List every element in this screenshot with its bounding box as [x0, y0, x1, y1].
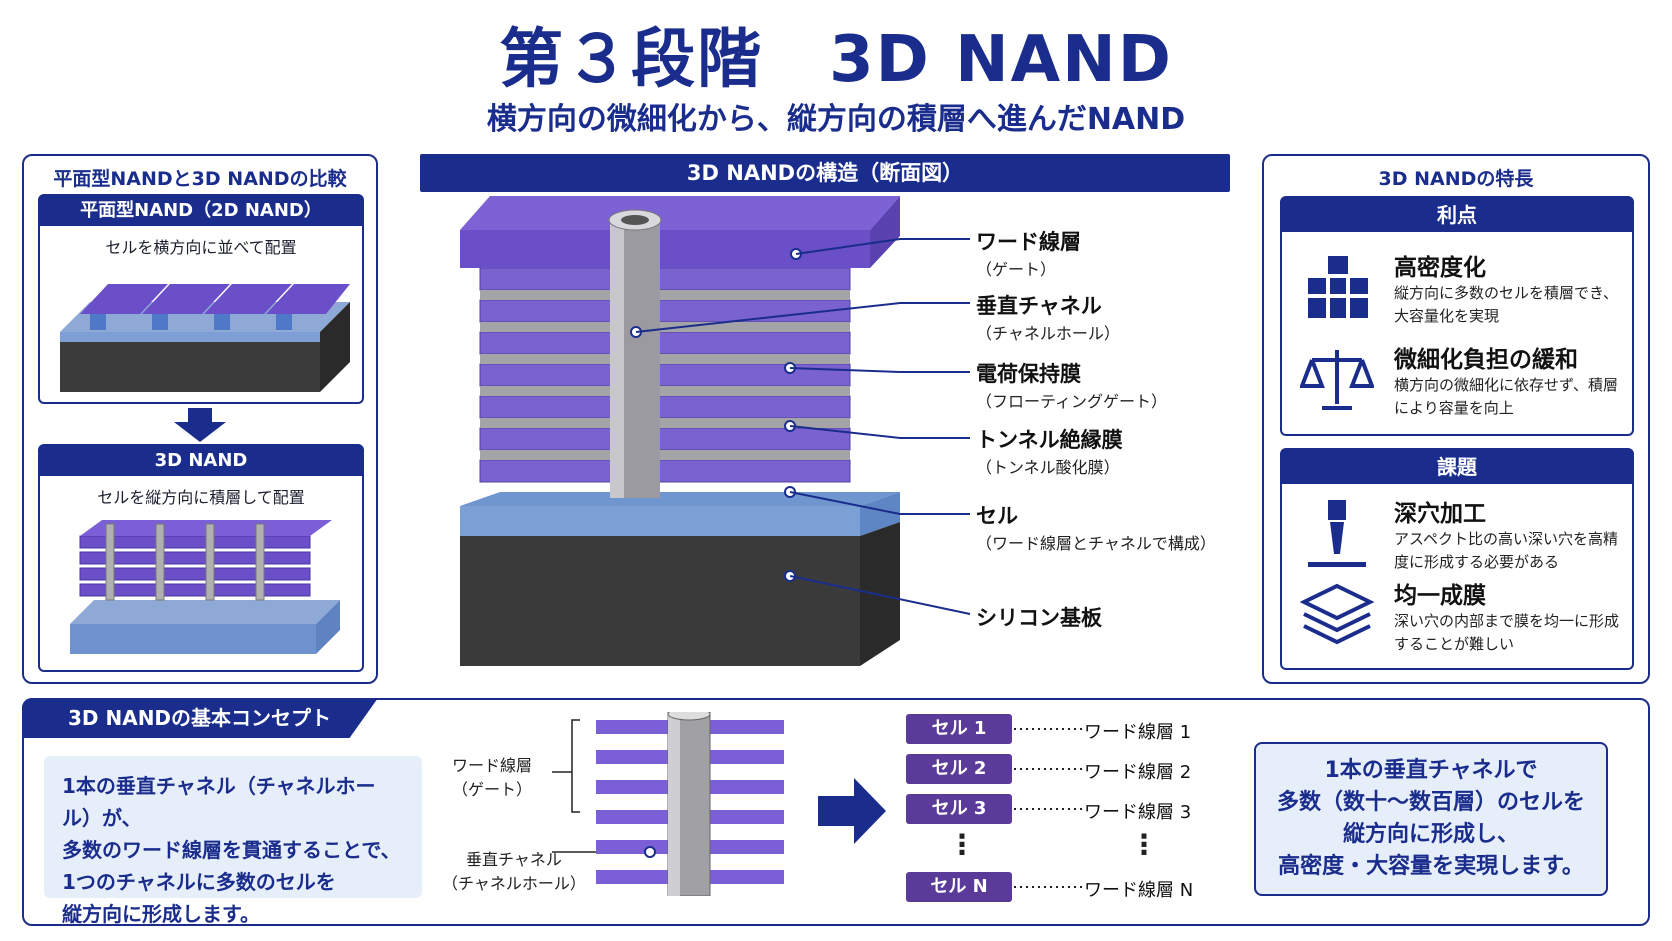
advantages-label: 利点 [1282, 198, 1632, 232]
cell-tag-n: セル N [906, 872, 1012, 902]
challenge-deep-etch-desc: アスペクト比の高い深い穴を高精度に形成する必要がある [1394, 530, 1618, 571]
label-vertical-channel: 垂直チャネル （チャネルホール） [976, 294, 1120, 343]
feature-high-density-desc: 縦方向に多数のセルを積層でき、大容量化を実現 [1394, 284, 1618, 325]
cell-leader-dots [1014, 728, 1082, 888]
concept-word-line-label: ワード線層 （ゲート） [452, 756, 533, 799]
concept-channel-label: 垂直チャネル （チャネルホール） [442, 850, 586, 893]
cell-tag-2: セル 2 [906, 754, 1012, 784]
feature-high-density-title: 高密度化 [1394, 255, 1486, 281]
challenge-uniform-film-title: 均一成膜 [1394, 583, 1486, 609]
word-line-1: ワード線層 1 [1084, 722, 1192, 743]
stacked-cubes-icon [1308, 256, 1368, 318]
structure-title: 3D NANDの構造（断面図） [420, 154, 1230, 192]
concept-tab: 3D NANDの基本コンセプト [22, 698, 378, 738]
label-cell: セル （ワード線層とチャネルで構成） [976, 504, 1216, 553]
feature-scaling-relief-title: 微細化負担の緩和 [1394, 347, 1578, 373]
planar-nand-illustration [60, 284, 350, 392]
challenges-label: 課題 [1282, 450, 1632, 484]
concept-channel-diagram [552, 712, 784, 896]
down-arrow-icon [174, 408, 226, 442]
cell-ellipsis: ⋮ [948, 828, 976, 861]
planar-nand-box: 平面型NAND（2D NAND） セルを横方向に並べて配置 [38, 194, 364, 404]
advantages-box: 利点 高密度化 縦方向に多数のセルを積層でき、大容量化を実現 [1280, 196, 1634, 436]
page-title: 第３段階 3D NAND [499, 23, 1173, 97]
features-panel: 3D NANDの特長 利点 高密度化 縦方向に多数のセルを積層でき、大容量化を実… [1262, 154, 1650, 684]
stacked-nand-desc: セルを縦方向に積層して配置 [97, 488, 305, 507]
layers-icon [1300, 583, 1374, 645]
word-line-2: ワード線層 2 [1084, 762, 1192, 783]
features-title: 3D NANDの特長 [1378, 168, 1534, 190]
word-line-3: ワード線層 3 [1084, 802, 1192, 823]
planar-nand-desc: セルを横方向に並べて配置 [105, 238, 297, 257]
concept-summary: 1本の垂直チャネルで 多数（数十〜数百層）のセルを 縦方向に形成し、 高密度・大… [1254, 742, 1608, 896]
drill-icon [1308, 500, 1366, 567]
comparison-title: 平面型NANDと3D NANDの比較 [53, 168, 347, 190]
word-line-n: ワード線層 N [1084, 880, 1194, 901]
planar-nand-label: 平面型NAND（2D NAND） [40, 196, 362, 226]
stacked-nand-label: 3D NAND [40, 446, 362, 476]
challenge-uniform-film-desc: 深い穴の内部まで膜を均一に形成することが難しい [1394, 612, 1620, 653]
concept-description: 1本の垂直チャネル（チャネルホール）が、 多数のワード線層を貫通することで、 1… [44, 756, 422, 926]
label-tunnel-oxide: トンネル絶縁膜 （トンネル酸化膜） [976, 428, 1123, 477]
nand-cross-section-illustration [460, 196, 900, 666]
label-leader-lines [635, 238, 971, 615]
right-arrow-icon [818, 778, 886, 844]
label-silicon-substrate: シリコン基板 [976, 606, 1102, 630]
label-word-line: ワード線層 （ゲート） [976, 230, 1081, 279]
word-ellipsis: ⋮ [1130, 828, 1158, 861]
label-charge-trap: 電荷保持膜 （フローティングゲート） [976, 362, 1168, 411]
cell-tag-3: セル 3 [906, 794, 1012, 824]
challenges-box: 課題 深穴加工 アスペクト比の高い深い穴を高精度に形成する必要がある 均一成膜 … [1280, 448, 1634, 670]
cell-tag-1: セル 1 [906, 714, 1012, 744]
comparison-panel: 平面型NANDと3D NANDの比較 平面型NAND（2D NAND） セルを横… [22, 154, 378, 684]
balance-scale-icon [1300, 350, 1374, 410]
stacked-nand-illustration [70, 520, 340, 654]
challenge-deep-etch-title: 深穴加工 [1394, 501, 1486, 527]
feature-scaling-relief-desc: 横方向の微細化に依存せず、積層により容量を向上 [1394, 376, 1618, 417]
page-subtitle: 横方向の微細化から、縦方向の積層へ進んだNAND [486, 102, 1186, 137]
stacked-nand-box: 3D NAND セルを縦方向に積層して配置 [38, 444, 364, 672]
